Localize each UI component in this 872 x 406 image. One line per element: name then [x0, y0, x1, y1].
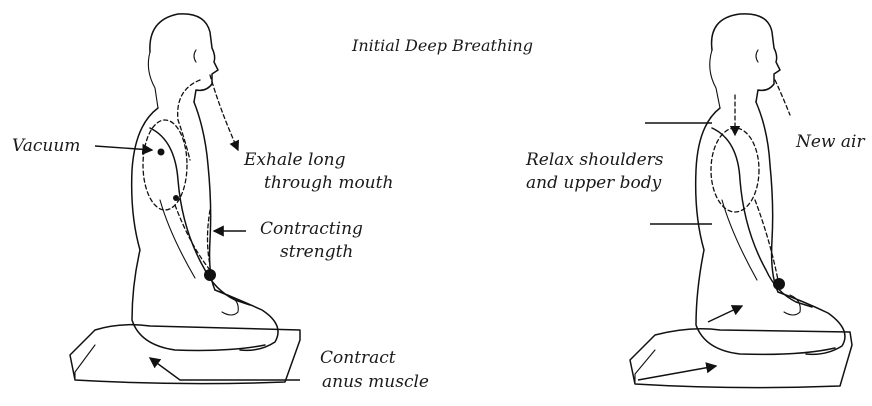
label-new-air: New air — [796, 132, 865, 152]
right-head — [712, 14, 780, 102]
label-exhale-line1: Exhale long — [244, 150, 346, 170]
label-vacuum: Vacuum — [12, 136, 80, 156]
left-vacuum-loop — [143, 120, 187, 210]
right-cushion — [630, 329, 852, 388]
left-back — [132, 108, 265, 350]
right-breath-loop — [711, 128, 759, 212]
left-vacuum-dot — [158, 149, 165, 156]
left-seated-figure — [70, 14, 300, 384]
label-contract-line1: Contract — [320, 348, 396, 368]
diagram-title: Initial Deep Breathing — [352, 36, 533, 56]
label-contracting-line1: Contracting — [260, 219, 363, 239]
label-relax-line1: Relax shoulders — [526, 150, 664, 170]
left-contract-dot — [204, 269, 216, 281]
left-thigh — [215, 290, 278, 350]
right-seated-figure — [630, 14, 852, 388]
right-dot — [773, 278, 785, 290]
left-exhale-path — [178, 80, 200, 160]
label-contracting-line2: strength — [280, 242, 353, 262]
right-new-air-path — [775, 80, 790, 115]
label-contract-line2: anus muscle — [322, 372, 429, 392]
right-arm — [712, 128, 812, 307]
left-head — [150, 14, 218, 102]
label-exhale-line2: through mouth — [264, 173, 393, 193]
label-relax-line2: and upper body — [526, 173, 661, 193]
left-cushion — [70, 325, 300, 384]
right-thigh — [778, 292, 845, 354]
